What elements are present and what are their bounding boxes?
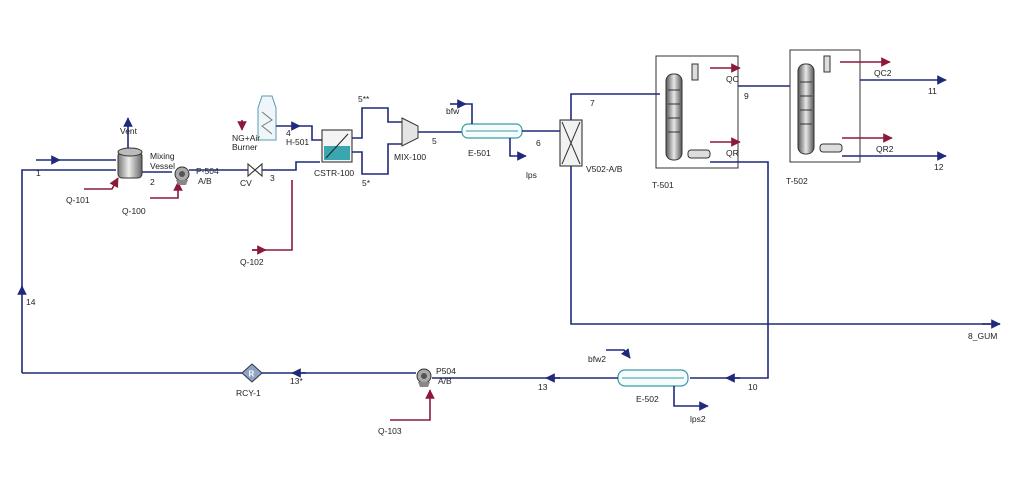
stream-8-label: 8_GUM: [968, 331, 997, 341]
t501-boundary[interactable]: [655, 55, 739, 169]
bfw2-label: bfw2: [588, 354, 606, 364]
stream-5b-label: 5*: [362, 178, 371, 188]
pump-p504-recycle[interactable]: [416, 368, 432, 387]
energy-q103[interactable]: [390, 389, 435, 421]
stream-9-label: 9: [744, 91, 749, 101]
stream-5a-label: 5**: [358, 94, 370, 104]
recycle-rcy1[interactable]: R: [241, 363, 263, 383]
stream-bfw[interactable]: [466, 103, 473, 124]
q100-label: Q-100: [122, 206, 146, 216]
pump-p504[interactable]: [174, 166, 190, 185]
mixer-mix100[interactable]: [401, 117, 419, 147]
burner-heater[interactable]: [257, 95, 277, 141]
qc2-label: QC2: [874, 68, 892, 78]
pump-2-label-line2: A/B: [438, 376, 452, 386]
lps-label: lps: [526, 170, 537, 180]
reactor-cstr100[interactable]: [321, 129, 353, 163]
stream-2-label: 2: [150, 177, 155, 187]
stream-5-label: 5: [432, 136, 437, 146]
heater-label: H-501: [286, 137, 309, 147]
mixing-vessel[interactable]: [117, 147, 143, 179]
burner-label-line1: NG+Air: [232, 133, 260, 143]
stream-3-label: 3: [270, 173, 275, 183]
mixer-label: MIX-100: [394, 152, 426, 162]
column-2-label: T-502: [786, 176, 808, 186]
qr2-label: QR2: [876, 144, 894, 154]
stream-5b[interactable]: [352, 143, 402, 175]
stream-10-label: 10: [748, 382, 758, 392]
energy-q102[interactable]: [252, 180, 293, 251]
stream-lps[interactable]: [509, 138, 527, 161]
recycle-symbol: R: [249, 370, 255, 379]
vessel-v502[interactable]: [559, 119, 583, 167]
q103-label: Q-103: [378, 426, 402, 436]
t502-boundary[interactable]: [789, 49, 861, 163]
energy-q101[interactable]: [84, 177, 119, 190]
pump-2-label-line1: P504: [436, 366, 456, 376]
stream-10[interactable]: [690, 161, 769, 379]
q102-label: Q-102: [240, 257, 264, 267]
q101-label: Q-101: [66, 195, 90, 205]
column-t501[interactable]: [665, 63, 711, 161]
qc-label: QC: [726, 74, 739, 84]
stream-12-label: 12: [934, 162, 944, 172]
exchanger-e501[interactable]: [461, 123, 523, 139]
stream-11-label: 11: [928, 86, 937, 96]
stream-3[interactable]: [262, 161, 320, 171]
stream-bfw2[interactable]: [606, 348, 631, 359]
stream-4b[interactable]: [300, 125, 322, 141]
exchanger-2-label: E-502: [636, 394, 659, 404]
pump-1-label-line2: A/B: [198, 176, 212, 186]
recycle-label: RCY-1: [236, 388, 261, 398]
stream-5a[interactable]: [352, 107, 402, 139]
column-t502[interactable]: [797, 55, 843, 155]
lps2-label: lps2: [690, 414, 706, 424]
column-1-label: T-501: [652, 180, 674, 190]
stream-14[interactable]: [21, 169, 116, 373]
burner-label-line2: Burner: [232, 142, 258, 152]
stream-7[interactable]: [570, 93, 660, 120]
stream-13a-label: 13*: [290, 376, 303, 386]
stream-vent-label: Vent: [120, 126, 138, 136]
pump-1-label-line1: P-504: [196, 166, 219, 176]
stream-1-label: 1: [36, 168, 41, 178]
stream-6-label: 6: [536, 138, 541, 148]
control-valve[interactable]: [247, 162, 263, 178]
reactor-label: CSTR-100: [314, 168, 354, 178]
valve-label: CV: [240, 178, 252, 188]
energy-q100[interactable]: [150, 181, 183, 199]
bfw-label: bfw: [446, 106, 460, 116]
vessel-2-label: V502-A/B: [586, 164, 623, 174]
stream-14-label: 14: [26, 297, 36, 307]
qr-label: QR: [726, 148, 739, 158]
stream-8[interactable]: [570, 166, 1000, 325]
exchanger-1-label: E-501: [468, 148, 491, 158]
mixing-vessel-label-line2: Vessel: [150, 161, 175, 171]
stream-7-label: 7: [590, 98, 595, 108]
mixing-vessel-label: Mixing: [150, 151, 175, 161]
exchanger-e502[interactable]: [617, 369, 689, 387]
stream-13-label: 13: [538, 382, 548, 392]
stream-lps2[interactable]: [673, 386, 709, 411]
stream-4-label: 4: [286, 128, 291, 138]
mixing-vessel-label-line1: Mixing: [150, 151, 175, 161]
